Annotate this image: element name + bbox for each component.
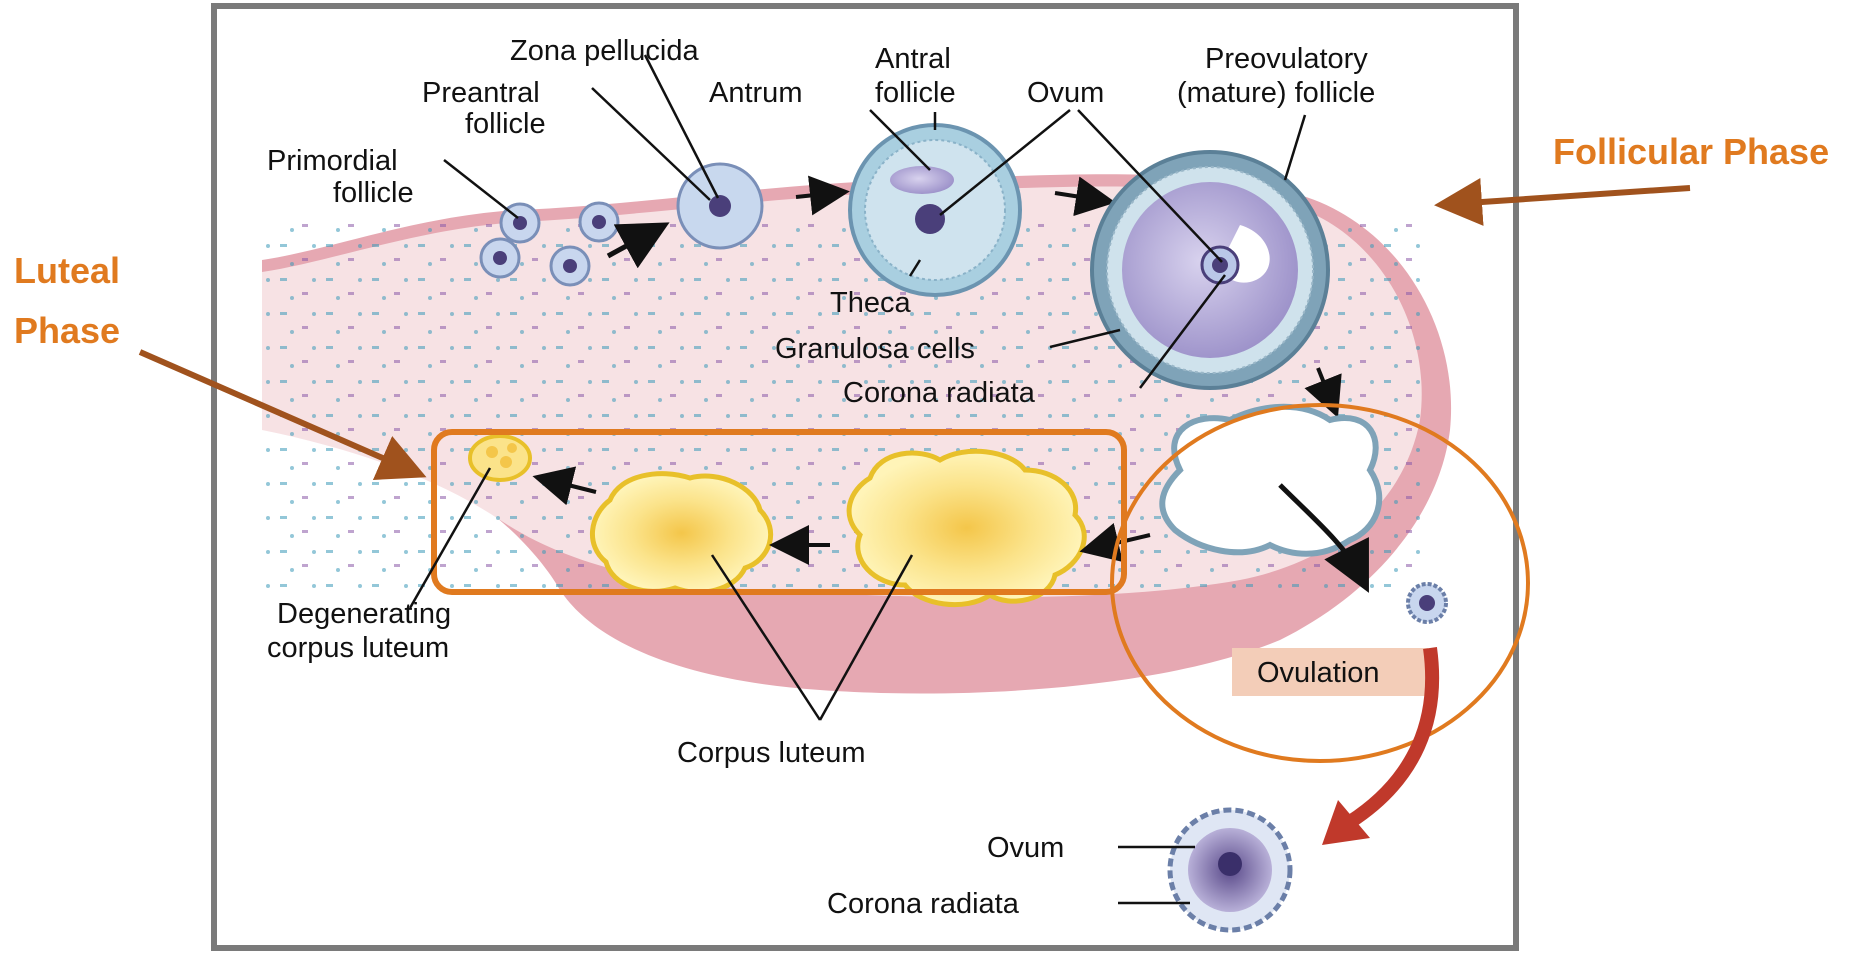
- antral-follicle: [850, 125, 1020, 295]
- label-ovum-top: Ovum: [1027, 77, 1104, 109]
- label-granulosa-cells: Granulosa cells: [775, 333, 975, 365]
- label-preovulatory-line1: Preovulatory: [1205, 43, 1368, 75]
- label-degenerating-line1: Degenerating: [277, 598, 451, 630]
- label-corpus-luteum: Corpus luteum: [677, 737, 866, 769]
- label-corona-radiata-bottom: Corona radiata: [827, 888, 1020, 920]
- label-antrum: Antrum: [709, 77, 802, 109]
- ovum-with-corona: [1170, 810, 1290, 930]
- preantral-follicle: [678, 164, 762, 248]
- label-ovulation: Ovulation: [1257, 657, 1380, 689]
- released-ovum: [1408, 584, 1446, 622]
- label-preantral-follicle-line2: follicle: [465, 108, 546, 140]
- label-zona-pellucida: Zona pellucida: [510, 35, 699, 67]
- label-primordial-follicle-line2: follicle: [333, 177, 414, 209]
- label-primordial-follicle-line1: Primordial: [267, 145, 398, 177]
- label-degenerating-line2: corpus luteum: [267, 632, 449, 664]
- luteal-phase-label-line2: Phase: [14, 310, 120, 351]
- label-theca: Theca: [830, 287, 911, 319]
- corpus-luteum-large: [849, 451, 1084, 604]
- follicular-phase-label: Follicular Phase: [1553, 131, 1829, 172]
- label-corona-radiata-mid: Corona radiata: [843, 377, 1036, 409]
- label-antral-follicle-line2: follicle: [875, 77, 956, 109]
- degenerating-corpus-luteum: [470, 436, 530, 480]
- label-antral-follicle-line1: Antral: [875, 43, 951, 75]
- label-preantral-follicle-line1: Preantral: [422, 77, 540, 109]
- preovulatory-follicle: [1092, 152, 1328, 388]
- label-ovum-bottom: Ovum: [987, 832, 1064, 864]
- corpus-luteum-medium: [592, 474, 770, 593]
- label-preovulatory-line2: (mature) follicle: [1177, 77, 1375, 109]
- luteal-phase-label-line1: Luteal: [14, 250, 120, 291]
